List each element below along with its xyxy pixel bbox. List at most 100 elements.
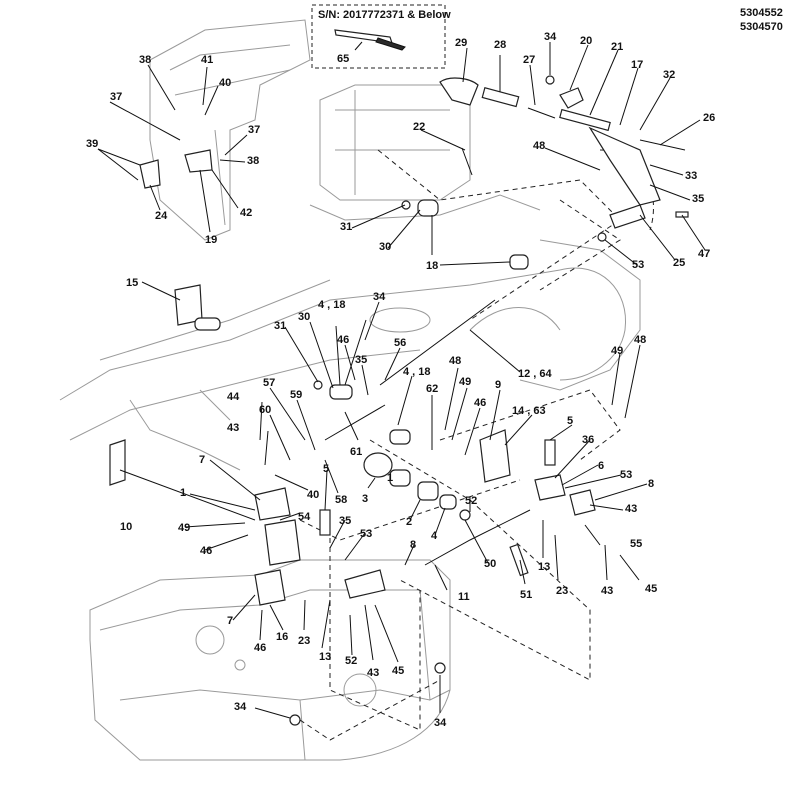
callout-9: 9 [495,379,501,391]
callout-45: 45 [645,583,657,595]
part-8-left [344,569,386,599]
callout-49: 49 [178,522,190,534]
callout-36: 36 [582,434,594,446]
inset-title: S/N: 2017772371 & Below [318,9,451,21]
callout-38: 38 [247,155,259,167]
callout-16: 16 [276,631,288,643]
part-7-upper [254,487,291,521]
callout-31: 31 [340,221,352,233]
part-17 [588,126,661,206]
callout-46: 46 [474,397,486,409]
callout-32: 32 [663,69,675,81]
callout-53: 53 [620,469,632,481]
callout-13: 13 [538,561,550,573]
callout-12-64: 12 , 64 [518,368,553,380]
part-6 [534,474,566,501]
callout-43: 43 [625,503,637,515]
callout-7: 7 [227,615,233,627]
frame-outline [59,19,641,761]
callout-25: 25 [673,257,685,269]
callout-46: 46 [200,545,212,557]
callout-41: 41 [201,54,213,66]
callout-52: 52 [465,495,477,507]
callout-54: 54 [298,511,311,523]
callout-13: 13 [319,651,331,663]
part-26 [639,139,686,151]
part-34-bottom-right [434,662,446,674]
leader-lines [97,42,706,719]
callout-44: 44 [227,391,240,403]
callout-43: 43 [367,667,379,679]
callout-2: 2 [406,516,412,528]
part-21 [559,108,611,132]
callout-4: 4 [431,530,438,542]
callout-23: 23 [556,585,568,597]
rod-11 [424,509,531,566]
pin-part-icon [334,29,406,51]
callout-14-63: 14 , 63 [512,405,546,417]
callout-49: 49 [459,376,471,388]
rod-10 [119,469,256,521]
callout-8: 8 [410,539,416,551]
part-34-bottom-left [289,714,301,726]
callout-30: 30 [298,311,310,323]
callout-35: 35 [355,354,367,366]
part-47 [675,211,689,218]
callout-5: 5 [323,463,329,475]
callout-21: 21 [611,41,623,53]
callout-31: 31 [274,320,286,332]
part-18 [509,254,529,270]
callout-10: 10 [120,521,132,533]
callout-57: 57 [263,377,275,389]
part-31-top [401,200,411,210]
callout-18: 18 [426,260,438,272]
callout-19: 19 [205,234,217,246]
callout-37: 37 [248,124,260,136]
part-7-lower [254,569,286,606]
callout-34: 34 [544,31,557,43]
callout-58: 58 [335,494,347,506]
callout-47: 47 [698,248,710,260]
part-29 [439,77,479,106]
callout-35: 35 [339,515,351,527]
callout-20: 20 [580,35,592,47]
callout-7: 7 [199,454,205,466]
callout-5: 5 [567,415,573,427]
callout-1: 1 [387,472,393,484]
part-31-mid [313,380,323,390]
part-30-top [417,199,439,217]
part-25 [609,204,646,229]
inset-part-label: 65 [337,53,349,65]
callout-40: 40 [219,77,231,89]
callout-30: 30 [379,241,391,253]
callout-4-18: 4 , 18 [318,299,346,311]
part-2 [417,481,439,501]
parts-group [109,75,689,726]
spring-27 [527,107,556,119]
callout-61: 61 [350,446,362,458]
callout-37: 37 [110,91,122,103]
callout-27: 27 [523,54,535,66]
part-15-shaft [194,317,221,331]
part-30-mid [329,384,353,400]
callout-22: 22 [413,121,425,133]
part-34-top [545,75,555,85]
callout-55: 55 [630,538,642,550]
callout-53: 53 [632,259,644,271]
callout-60: 60 [259,404,271,416]
document-number-1: 5304552 [740,7,783,19]
callout-49: 49 [611,345,623,357]
part-51 [509,543,529,577]
callout-35: 35 [692,193,704,205]
callout-17: 17 [631,59,643,71]
part-5-left [319,509,331,536]
callout-23: 23 [298,635,310,647]
part-4 [439,494,457,510]
part-24 [139,159,161,189]
callout-48: 48 [449,355,461,367]
part-8-right [569,489,596,516]
callout-51: 51 [520,589,532,601]
callout-59: 59 [290,389,302,401]
part-20 [559,87,584,109]
callout-56: 56 [394,337,406,349]
